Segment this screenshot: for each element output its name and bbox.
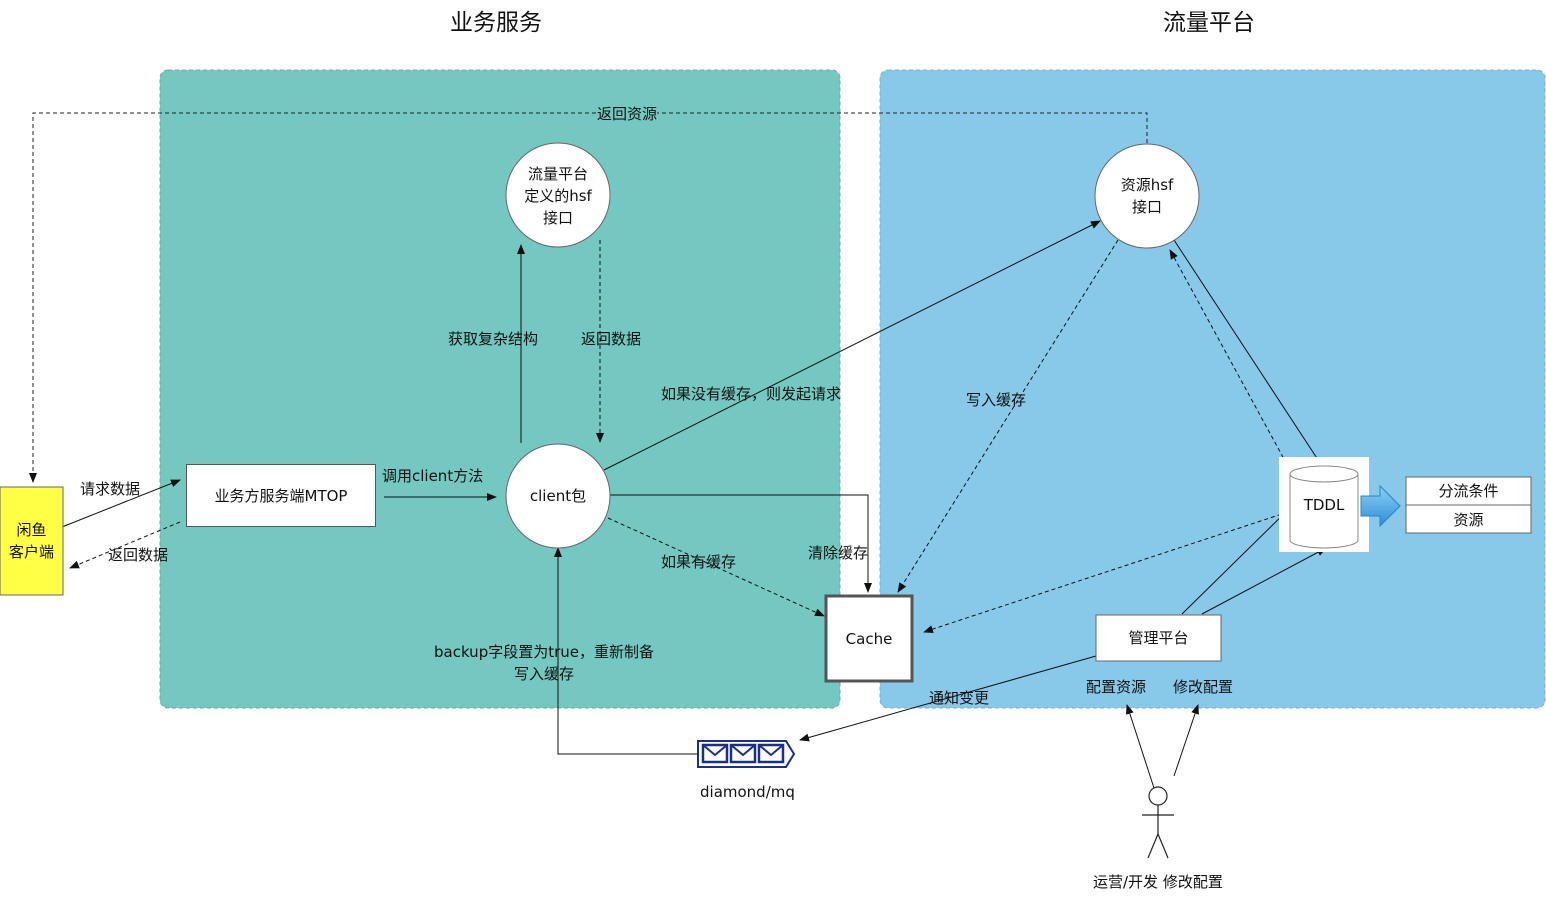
client-app-node: [0, 486, 64, 596]
edge-modify-config: [1173, 704, 1199, 777]
tddl-to-table-arrow: [1360, 484, 1401, 528]
label-notify-change: 通知变更: [929, 689, 990, 707]
edge-admin-to-tddl-2: [1201, 547, 1327, 615]
label-return-data-top: 返回数据: [581, 330, 642, 348]
client-pkg-node: [505, 443, 611, 549]
tddl-label: TDDL: [1303, 496, 1345, 514]
label-return-resource: 返回资源: [597, 104, 658, 124]
title-business: 业务服务: [450, 10, 542, 36]
label-return-data-left: 返回数据: [108, 546, 169, 564]
edge-notify-change: [799, 655, 1097, 742]
client-app-label: 闲鱼 客户端: [0, 519, 63, 563]
hsf-defined-line1: 流量平台: [527, 165, 588, 183]
label-backup: backup字段置为true，重新制备 写入缓存: [410, 641, 678, 685]
label-clear-cache: 清除缓存: [808, 544, 869, 562]
resource-hsf-line1: 资源hsf: [1120, 176, 1174, 194]
client-app-line2: 客户端: [8, 543, 54, 561]
hsf-defined-line2: 定义的hsf: [524, 187, 592, 205]
edge-hsf-to-tddl: [1173, 239, 1327, 473]
edge-has-cache: [607, 517, 825, 617]
label-backup-line1: backup字段置为true，重新制备: [434, 643, 654, 661]
admin-node: [1095, 614, 1222, 662]
resource-hsf-label: 资源hsf 接口: [1095, 174, 1199, 218]
table-row-1: 分流条件: [1438, 482, 1499, 500]
label-get-complex: 获取复杂结构: [448, 330, 539, 348]
client-app-line1: 闲鱼: [16, 521, 47, 539]
hsf-defined-node: [505, 142, 611, 248]
hsf-defined-label: 流量平台 定义的hsf 接口: [506, 163, 610, 229]
admin-label: 管理平台: [1128, 629, 1189, 647]
resource-hsf-line2: 接口: [1131, 198, 1162, 216]
label-config-resource: 配置资源: [1086, 678, 1147, 696]
traffic-platform-area: [879, 69, 1546, 709]
tddl-cylinder: [1289, 465, 1359, 549]
resource-hsf-node: [1094, 143, 1200, 249]
edge-no-cache: [603, 220, 1101, 471]
label-no-cache: 如果没有缓存，则发起请求: [661, 385, 842, 403]
cache-node: [824, 594, 914, 683]
edge-return-resource: [29, 112, 1148, 483]
edge-backup: [554, 547, 700, 755]
client-pkg-label: client包: [529, 487, 587, 505]
actor-icon: [1142, 786, 1174, 859]
table-row-2: 资源: [1453, 511, 1484, 529]
actor-label: 运营/开发 修改配置: [1093, 873, 1223, 891]
label-backup-line2: 写入缓存: [513, 665, 574, 683]
title-traffic: 流量平台: [1163, 10, 1255, 36]
edge-tddl-to-cache: [923, 511, 1289, 633]
edge-admin-to-tddl-1: [1181, 501, 1297, 615]
label-request-data: 请求数据: [80, 480, 141, 498]
label-modify-config: 修改配置: [1173, 678, 1234, 696]
edge-clear-cache: [610, 494, 872, 593]
edge-config-resource: [1125, 704, 1155, 789]
mq-label: diamond/mq: [700, 783, 795, 801]
label-has-cache: 如果有缓存: [661, 553, 737, 571]
edge-request-data: [61, 479, 181, 528]
business-service-area: [159, 69, 841, 709]
edge-write-cache-right: [897, 239, 1119, 593]
mtop-box: 业务方服务端MTOP: [186, 464, 376, 527]
label-write-cache-right: 写入缓存: [966, 391, 1027, 409]
mq-icon: [697, 740, 796, 768]
hsf-defined-line3: 接口: [542, 209, 573, 227]
label-call-client: 调用client方法: [382, 467, 484, 485]
cache-label: Cache: [845, 630, 893, 648]
edge-return-data-left: [69, 521, 181, 569]
